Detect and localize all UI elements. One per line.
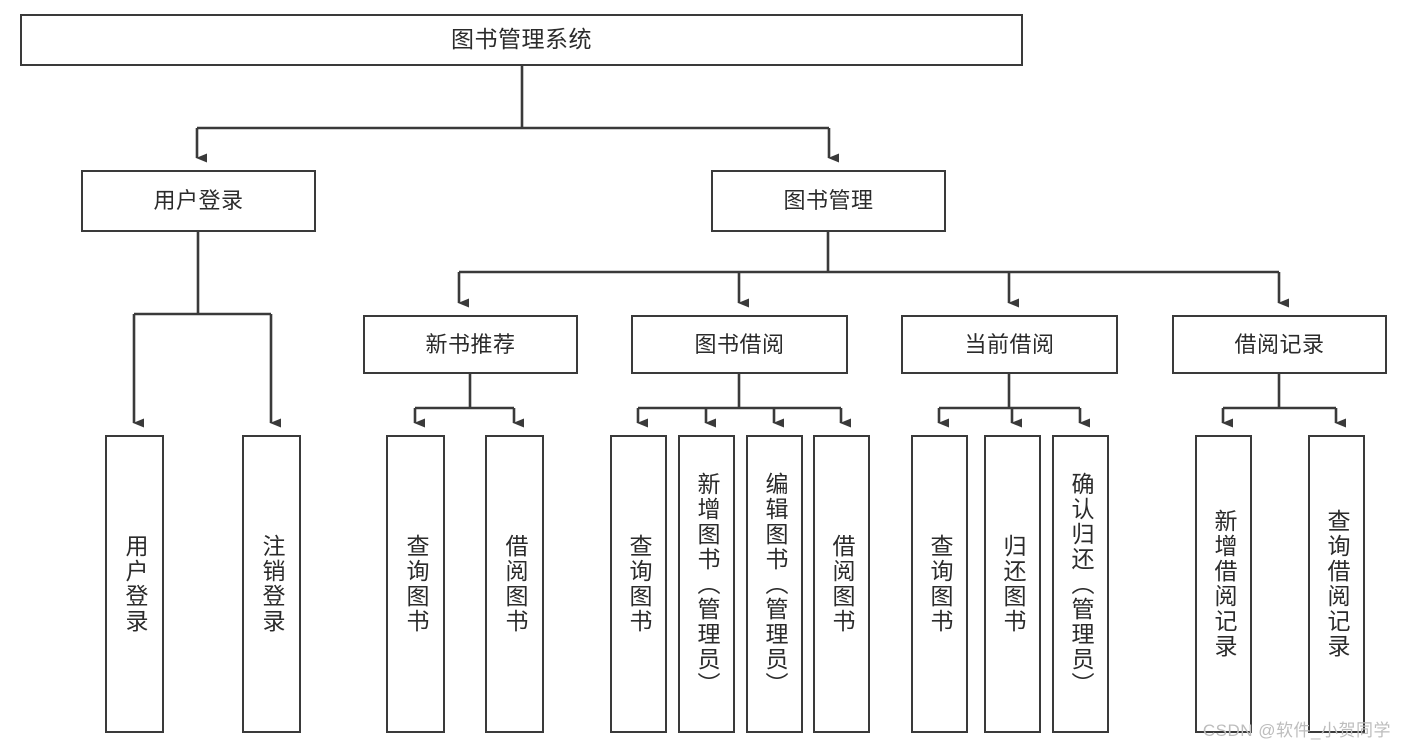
- node-new-book-recommend[interactable]: 新书推荐: [363, 315, 578, 374]
- node-book-borrow[interactable]: 图书借阅: [631, 315, 848, 374]
- node-label: 用户登录: [153, 188, 244, 214]
- watermark-text: CSDN @软件_小贺同学: [1202, 721, 1391, 740]
- node-label: 借阅图书: [829, 534, 855, 634]
- node-leaf-edit-book[interactable]: 编辑图书（管理员）: [746, 435, 803, 733]
- node-user-login[interactable]: 用户登录: [81, 170, 316, 232]
- node-leaf-query-book-3[interactable]: 查询图书: [911, 435, 968, 733]
- node-label: 图书管理: [783, 188, 874, 214]
- node-leaf-return-book[interactable]: 归还图书: [984, 435, 1041, 733]
- node-label: 图书管理系统: [451, 26, 592, 53]
- node-label: 查询图书: [927, 534, 953, 634]
- node-leaf-query-record[interactable]: 查询借阅记录: [1308, 435, 1365, 733]
- node-label: 确认归还（管理员）: [1068, 471, 1094, 697]
- node-leaf-confirm-return[interactable]: 确认归还（管理员）: [1052, 435, 1109, 733]
- node-label: 图书借阅: [694, 331, 785, 357]
- node-leaf-borrow-book-2[interactable]: 借阅图书: [813, 435, 870, 733]
- node-label: 查询图书: [626, 534, 652, 634]
- node-leaf-add-book[interactable]: 新增图书（管理员）: [678, 435, 735, 733]
- node-leaf-user-logout[interactable]: 注销登录: [242, 435, 301, 733]
- node-label: 新书推荐: [425, 331, 516, 357]
- node-leaf-user-login[interactable]: 用户登录: [105, 435, 164, 733]
- node-root-system[interactable]: 图书管理系统: [20, 14, 1023, 66]
- node-label: 查询图书: [403, 534, 429, 634]
- node-label: 归还图书: [1000, 534, 1026, 634]
- node-label: 用户登录: [122, 534, 148, 634]
- node-label: 当前借阅: [964, 331, 1055, 357]
- node-label: 编辑图书（管理员）: [762, 471, 788, 697]
- node-leaf-borrow-book-1[interactable]: 借阅图书: [485, 435, 544, 733]
- node-borrow-records[interactable]: 借阅记录: [1172, 315, 1387, 374]
- node-current-borrow[interactable]: 当前借阅: [901, 315, 1118, 374]
- node-label: 注销登录: [259, 534, 285, 634]
- node-leaf-query-book-1[interactable]: 查询图书: [386, 435, 445, 733]
- node-leaf-query-book-2[interactable]: 查询图书: [610, 435, 667, 733]
- node-leaf-add-record[interactable]: 新增借阅记录: [1195, 435, 1252, 733]
- node-label: 新增图书（管理员）: [694, 471, 720, 697]
- node-label: 新增借阅记录: [1211, 509, 1237, 659]
- node-label: 查询借阅记录: [1324, 509, 1350, 659]
- node-label: 借阅图书: [502, 534, 528, 634]
- node-label: 借阅记录: [1234, 331, 1325, 357]
- node-book-manage[interactable]: 图书管理: [711, 170, 946, 232]
